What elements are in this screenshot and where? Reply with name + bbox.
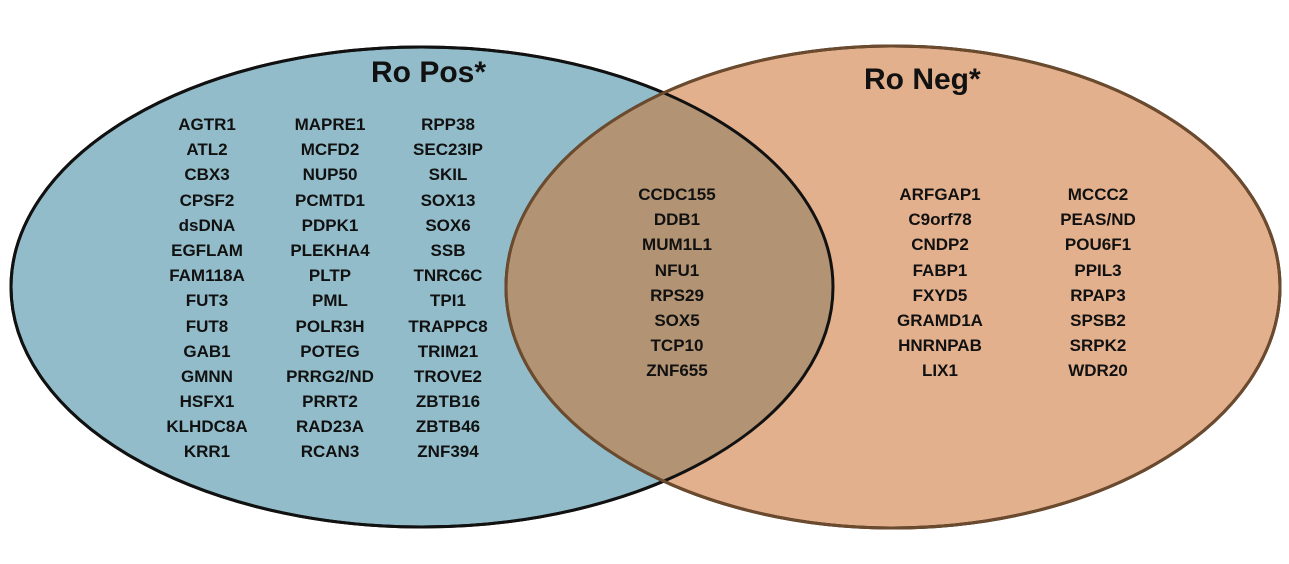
ro-pos-column-2: MAPRE1 MCFD2 NUP50 PCMTD1 PDPK1 PLEKHA4 … bbox=[270, 112, 390, 465]
gene-label: FXYD5 bbox=[912, 285, 968, 305]
gene-label: RCAN3 bbox=[300, 442, 360, 462]
gene-label: KLHDC8A bbox=[166, 417, 248, 437]
gene-label: SOX5 bbox=[654, 310, 700, 330]
gene-label: NFU1 bbox=[654, 260, 700, 280]
ro-neg-column-2: MCCC2 PEAS/ND POU6F1 PPIL3 RPAP3 SPSB2 S… bbox=[1038, 182, 1158, 384]
ro-pos-title: Ro Pos* bbox=[371, 56, 487, 89]
gene-label: MAPRE1 bbox=[294, 115, 366, 134]
ro-neg-title: Ro Neg* bbox=[864, 63, 981, 96]
gene-label: FUT8 bbox=[185, 316, 229, 336]
gene-label: SSB bbox=[430, 240, 466, 260]
gene-label: GAB1 bbox=[183, 341, 231, 361]
gene-label: PPIL3 bbox=[1074, 260, 1122, 280]
gene-label: RAD23A bbox=[295, 417, 365, 437]
gene-label: MUM1L1 bbox=[642, 235, 712, 255]
overlap-region bbox=[506, 47, 833, 527]
gene-label: TNRC6C bbox=[413, 266, 483, 286]
gene-label: ATL2 bbox=[186, 140, 228, 160]
gene-label: TRIM21 bbox=[417, 341, 479, 361]
gene-label: SRPK2 bbox=[1069, 336, 1127, 356]
gene-label: NUP50 bbox=[302, 165, 358, 185]
gene-label: ZNF394 bbox=[417, 442, 479, 462]
gene-label: TPI1 bbox=[430, 291, 466, 311]
gene-label: WDR20 bbox=[1068, 361, 1128, 381]
gene-label: PRRG2/ND bbox=[286, 366, 374, 386]
gene-label: TROVE2 bbox=[413, 366, 483, 386]
gene-label: RPAP3 bbox=[1070, 285, 1126, 305]
gene-label: HSFX1 bbox=[179, 392, 235, 412]
gene-label: PLTP bbox=[308, 266, 352, 286]
gene-label: PDPK1 bbox=[301, 215, 359, 235]
gene-label: CNDP2 bbox=[911, 235, 969, 255]
gene-label: MCFD2 bbox=[300, 140, 360, 160]
gene-label: RPS29 bbox=[650, 285, 704, 305]
gene-label: ZNF655 bbox=[646, 361, 708, 381]
gene-label: TCP10 bbox=[650, 336, 704, 356]
gene-label: TRAPPC8 bbox=[408, 316, 488, 336]
gene-label: FABP1 bbox=[912, 260, 968, 280]
gene-label: LIX1 bbox=[922, 361, 958, 381]
gene-label: SOX13 bbox=[420, 190, 476, 210]
gene-label: C9orf78 bbox=[908, 210, 972, 230]
gene-label: PCMTD1 bbox=[295, 190, 365, 210]
gene-label: MCCC2 bbox=[1067, 185, 1129, 204]
gene-label: SPSB2 bbox=[1070, 310, 1126, 330]
gene-label: dsDNA bbox=[178, 215, 236, 235]
gene-label: GMNN bbox=[181, 366, 233, 386]
gene-label: PEAS/ND bbox=[1060, 210, 1136, 230]
gene-label: CPSF2 bbox=[179, 190, 235, 210]
ro-neg-outline-inner bbox=[504, 44, 1282, 530]
gene-label: CCDC155 bbox=[638, 185, 716, 204]
overlap-column: CCDC155 DDB1 MUM1L1 NFU1 RPS29 SOX5 TCP1… bbox=[617, 182, 737, 384]
gene-label: ZBTB16 bbox=[415, 392, 481, 412]
gene-label: SKIL bbox=[428, 165, 468, 185]
gene-label: SOX6 bbox=[425, 215, 471, 235]
gene-label: RPP38 bbox=[421, 115, 475, 134]
gene-label: FUT3 bbox=[185, 291, 229, 311]
gene-label: CBX3 bbox=[184, 165, 230, 185]
gene-label: PRRT2 bbox=[302, 392, 358, 412]
ro-pos-column-3: RPP38 SEC23IP SKIL SOX13 SOX6 SSB TNRC6C… bbox=[388, 112, 508, 465]
gene-label: PLEKHA4 bbox=[290, 240, 370, 260]
gene-label: POTEG bbox=[300, 341, 360, 361]
gene-label: SEC23IP bbox=[413, 140, 483, 160]
gene-label: PML bbox=[312, 291, 348, 311]
gene-label: FAM118A bbox=[169, 266, 245, 286]
gene-label: HNRNPAB bbox=[898, 336, 982, 356]
gene-label: AGTR1 bbox=[178, 115, 236, 134]
ro-pos-column-1: AGTR1 ATL2 CBX3 CPSF2 dsDNA EGFLAM FAM11… bbox=[147, 112, 267, 465]
gene-label: EGFLAM bbox=[171, 240, 243, 260]
gene-label: POLR3H bbox=[295, 316, 365, 336]
gene-label: GRAMD1A bbox=[897, 310, 983, 330]
gene-label: KRR1 bbox=[183, 442, 231, 462]
ro-neg-column-1: ARFGAP1 C9orf78 CNDP2 FABP1 FXYD5 GRAMD1… bbox=[880, 182, 1000, 384]
gene-label: ARFGAP1 bbox=[899, 185, 981, 204]
gene-label: DDB1 bbox=[653, 210, 701, 230]
gene-label: POU6F1 bbox=[1064, 235, 1132, 255]
ro-pos-outline bbox=[9, 45, 835, 529]
gene-label: ZBTB46 bbox=[415, 417, 481, 437]
